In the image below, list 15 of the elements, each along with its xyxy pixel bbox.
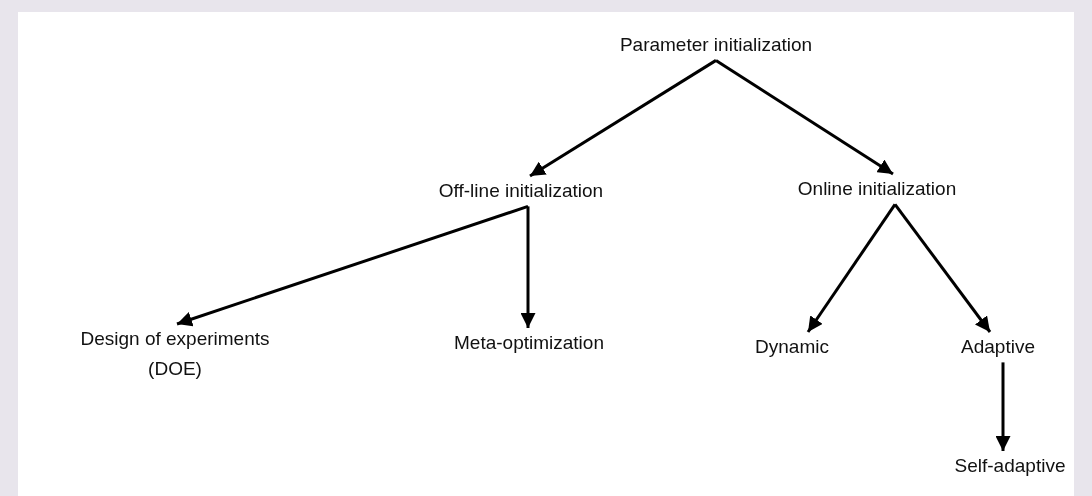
arrow	[995, 362, 1011, 451]
arrow	[176, 204, 529, 327]
node-label: Meta-optimization	[454, 328, 604, 359]
node-label: Dynamic	[755, 332, 829, 363]
arrow	[715, 59, 894, 176]
arrow	[520, 206, 536, 328]
node-label: Adaptive	[961, 332, 1035, 363]
node-label: Off-line initialization	[438, 176, 604, 207]
arrow	[806, 203, 897, 333]
node-label: Online initialization	[797, 174, 957, 205]
node-label: Design of experiments (DOE)	[55, 324, 295, 385]
node-label: Parameter initialization	[619, 30, 813, 61]
arrow	[893, 203, 992, 333]
node-label: Self-adaptive	[954, 451, 1066, 482]
arrow	[529, 59, 717, 178]
